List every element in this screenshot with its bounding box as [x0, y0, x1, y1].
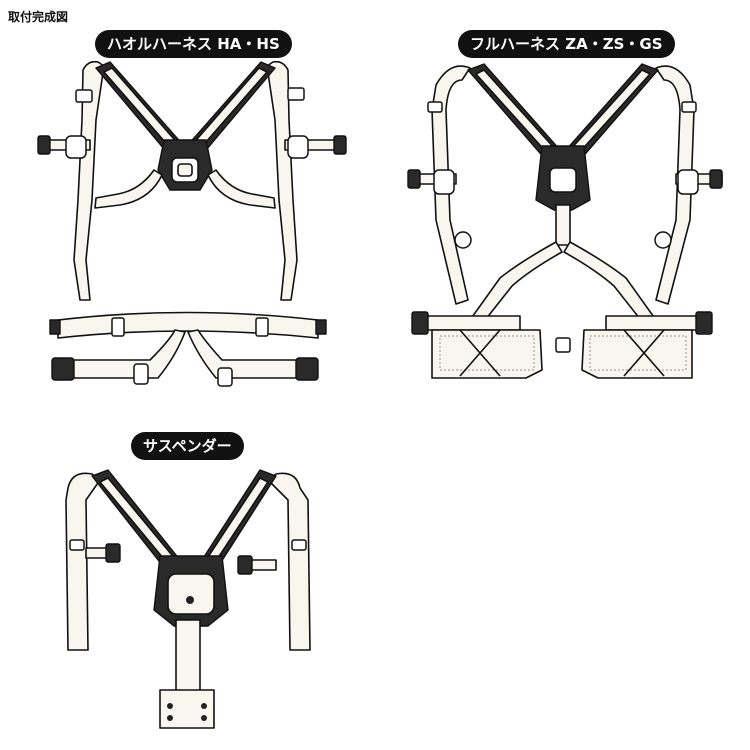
- full-right-thigh-strap: [563, 241, 657, 325]
- haoru-left-side-strap: [73, 60, 105, 301]
- full-left-thigh-strap: [469, 241, 563, 325]
- haoru-harness-drawing: [37, 60, 347, 387]
- haoru-right-leg-buckle: [295, 357, 319, 381]
- full-left-shoulder-strap: [475, 69, 557, 155]
- suspender-left-buckle: [85, 543, 121, 563]
- suspender-plate-label: [167, 573, 215, 615]
- haoru-belt-end-right: [315, 319, 327, 335]
- full-belt-buckle-right: [695, 311, 713, 335]
- haoru-belt-loop-right: [255, 317, 269, 337]
- haoru-belt-end-left: [49, 319, 61, 335]
- full-right-shoulder-strap: [569, 69, 651, 155]
- page-title: 取付完成図: [8, 10, 69, 24]
- full-right-chest-buckle: [675, 169, 723, 195]
- suspender-right-shoulder-strap: [205, 477, 269, 565]
- full-left-leg-pad: [431, 329, 543, 379]
- full-left-side-ring: [454, 231, 472, 249]
- haoru-right-lower-strap: [207, 169, 276, 209]
- section-label-full-harness: フルハーネス ZA・ZS・GS: [458, 30, 675, 58]
- suspender-rear-vertical-strap: [175, 619, 201, 701]
- suspender-right-buckle: [237, 555, 277, 575]
- haoru-waist-belt: [57, 311, 319, 339]
- full-right-side-ring: [654, 231, 672, 249]
- full-right-leg-cross: [623, 329, 665, 377]
- haoru-right-adjuster: [287, 87, 305, 101]
- haoru-right-shoulder-strap: [190, 67, 268, 151]
- full-left-side-strap: [431, 65, 471, 305]
- haoru-right-chest-buckle: [284, 135, 347, 159]
- full-harness-drawing: [407, 63, 723, 379]
- haoru-left-adjuster: [75, 89, 93, 103]
- suspender-left-side-strap: [65, 472, 101, 651]
- haoru-d-ring-inner: [177, 163, 193, 177]
- haoru-right-side-strap: [266, 60, 298, 301]
- suspender-bottom-connector: [159, 689, 215, 729]
- full-left-chest-buckle: [407, 169, 457, 195]
- haoru-left-leg-buckle: [51, 357, 75, 381]
- full-left-adjuster: [427, 101, 443, 113]
- haoru-right-leg-loop: [187, 329, 317, 379]
- suspender-left-adjuster: [69, 539, 85, 551]
- haoru-left-leg-adjuster: [133, 363, 149, 385]
- haoru-right-leg-adjuster: [217, 367, 233, 387]
- full-waist-belt-left: [417, 315, 521, 331]
- suspender-right-side-strap: [267, 472, 311, 651]
- full-left-leg-cross: [459, 329, 501, 377]
- full-d-ring: [549, 167, 577, 193]
- suspender-drawing: [65, 469, 311, 729]
- full-back-vertical-strap: [555, 204, 571, 246]
- haoru-left-lower-strap: [94, 169, 163, 209]
- haoru-left-chest-buckle: [37, 135, 91, 159]
- full-right-adjuster: [681, 101, 697, 113]
- full-right-side-strap: [655, 65, 695, 305]
- full-waist-belt-right: [605, 315, 709, 331]
- section-label-haoru-harness: ハオルハーネス HA・HS: [95, 30, 292, 58]
- haoru-left-leg-loop: [57, 329, 186, 379]
- haoru-left-shoulder-strap: [103, 67, 181, 151]
- section-label-suspender: サスペンダー: [131, 432, 244, 460]
- full-right-leg-pad: [581, 329, 693, 379]
- full-belt-buckle-left: [411, 311, 429, 335]
- suspender-right-adjuster: [291, 539, 307, 551]
- haoru-belt-loop-left: [111, 317, 125, 337]
- full-center-link: [555, 337, 571, 353]
